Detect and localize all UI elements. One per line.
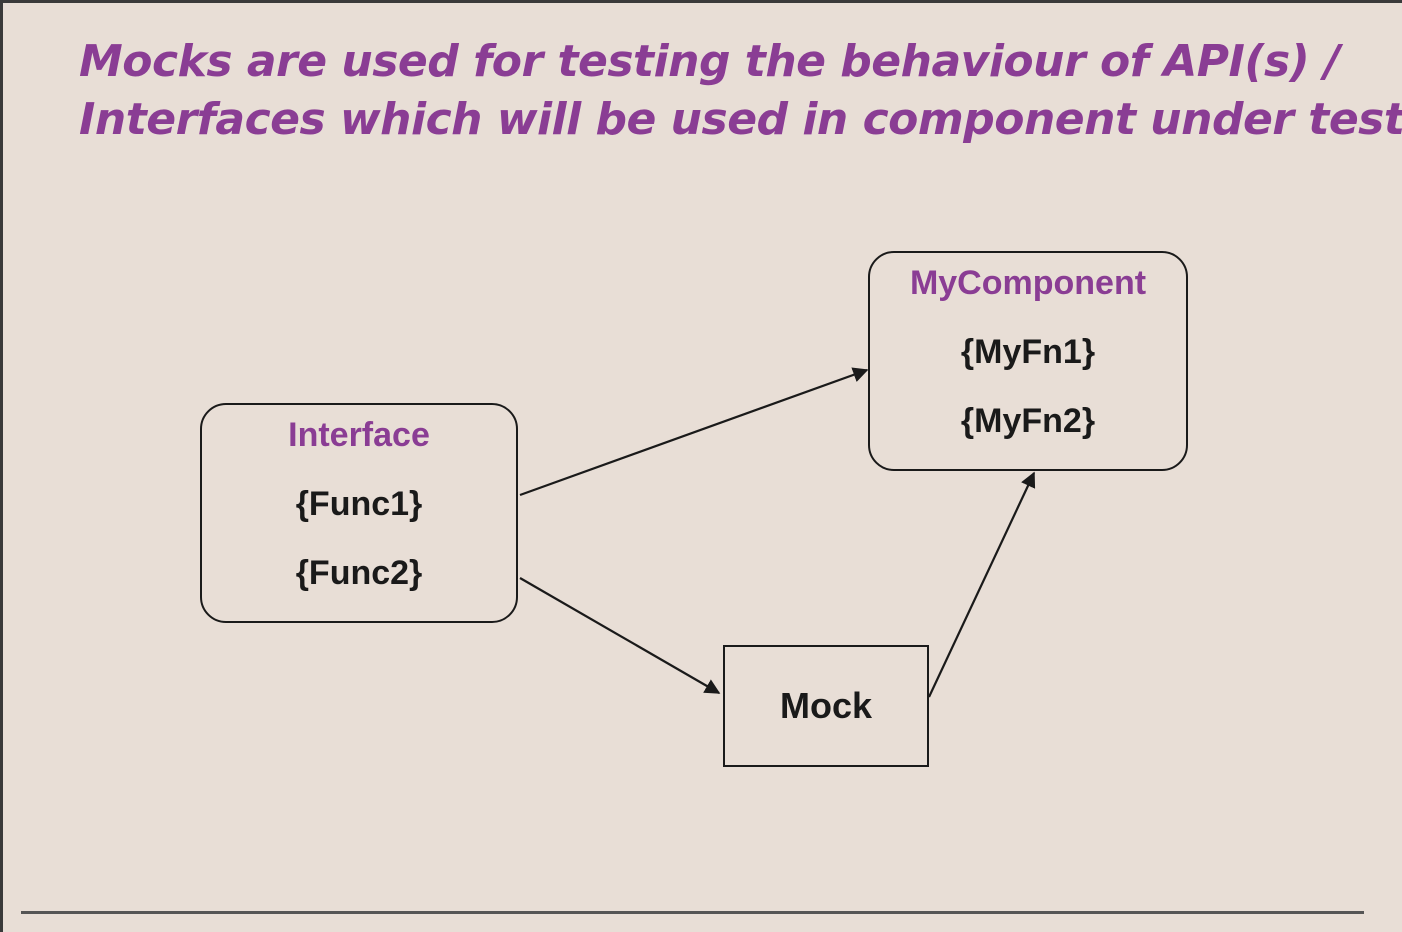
bottom-rule — [21, 911, 1364, 914]
slide-title-line-2: Interfaces which will be used in compone… — [79, 94, 1402, 145]
slide-title: Mocks are used for testing the behaviour… — [79, 33, 1402, 149]
interface-box: Interface {Func1} {Func2} — [200, 403, 518, 623]
diagram: Interface {Func1} {Func2} MyComponent {M… — [3, 3, 1402, 932]
diagram-arrows — [519, 367, 1036, 698]
mycomponent-myfn2: {MyFn2} — [960, 402, 1096, 440]
arrow-mock-to-mycomponent — [928, 471, 1036, 698]
mock-label: Mock — [779, 685, 873, 726]
arrow-interface-to-mock — [519, 577, 721, 694]
mock-box: Mock — [723, 645, 929, 767]
interface-func2: {Func2} — [295, 554, 423, 592]
mycomponent-myfn1: {MyFn1} — [960, 333, 1096, 371]
mycomponent-box: MyComponent {MyFn1} {MyFn2} — [868, 251, 1188, 471]
interface-func1: {Func1} — [295, 485, 423, 523]
interface-heading: Interface — [288, 416, 430, 454]
mycomponent-heading: MyComponent — [909, 264, 1147, 302]
arrow-interface-to-mycomponent — [519, 367, 869, 497]
slide-title-line-1: Mocks are used for testing the behaviour… — [79, 36, 1340, 87]
